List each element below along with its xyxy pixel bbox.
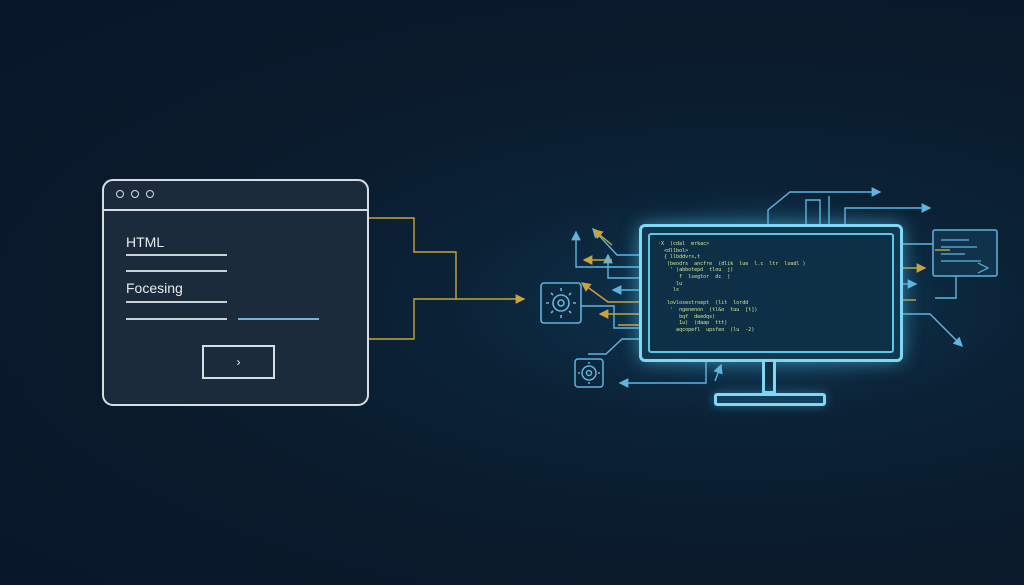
connector-blue-16	[935, 276, 957, 299]
field-label-focesing: Focesing	[126, 280, 183, 296]
code-line: ' (abbotepd tlou j)	[658, 267, 734, 274]
window-dot-icon[interactable]	[131, 190, 139, 198]
gold-arrow-1	[592, 229, 613, 246]
code-line: f lsegtor dc )	[658, 274, 731, 280]
form-to-chip-connectors	[369, 217, 526, 340]
code-screen: ·X (cdal mrkac> <dllbol> { llbddvrs,t (b…	[648, 233, 894, 353]
connector-bottom	[369, 298, 456, 340]
code-line: { llbddvrs,t	[658, 254, 701, 261]
window-dot-icon[interactable]	[116, 190, 124, 198]
field-line-active[interactable]	[238, 318, 319, 320]
field-line[interactable]	[126, 318, 227, 320]
gear-chip-icon	[540, 282, 582, 324]
window-title-bar	[104, 181, 367, 211]
gear-icon	[574, 358, 604, 388]
window-dot-icon[interactable]	[146, 190, 154, 198]
code-line: <dllbol>	[658, 247, 689, 254]
form-window: HTML Focesing ›	[102, 179, 369, 406]
gold-arrow-3	[580, 282, 639, 303]
connector-blue-3	[603, 253, 639, 279]
code-line: ' ngenenon (tl&o tuu [t])	[658, 307, 758, 313]
connector-blue-1	[571, 230, 639, 268]
monitor-neck	[762, 362, 776, 394]
connector-blue-6	[588, 338, 639, 355]
field-line[interactable]	[126, 254, 227, 256]
connector-blue-8	[713, 363, 723, 382]
monitor: ·X (cdal mrkac> <dllbol> { llbddvrs,t (b…	[639, 224, 903, 362]
code-line: ·X (cdal mrkac>	[658, 241, 710, 247]
code-line: lovlosestroept (lit lordd	[658, 300, 749, 307]
connector-blue-9	[767, 187, 882, 224]
submit-button[interactable]: ›	[202, 345, 275, 379]
connector-blue-12	[844, 203, 932, 224]
document-icon	[932, 229, 998, 277]
connector-blue-10	[805, 199, 821, 224]
code-line: bqf deedqs)	[658, 313, 716, 320]
field-line[interactable]	[126, 301, 227, 303]
connector-blue-5	[581, 305, 639, 329]
code-line: ls	[658, 287, 680, 294]
monitor-base	[714, 393, 826, 406]
connector-blue-2	[592, 227, 639, 256]
field-line[interactable]	[126, 270, 227, 272]
code-line: aqcopefl upsfeo (lu -2)	[658, 326, 755, 333]
code-line: 1u) (daap ttt)	[658, 320, 728, 327]
connector-blue-15	[903, 313, 963, 347]
connector-blue-7	[618, 362, 707, 388]
field-label-html: HTML	[126, 234, 165, 250]
code-line: lu	[658, 280, 683, 287]
code-line: (beodrs ancfre (dlik lue l.c ltr loadl )	[658, 260, 806, 267]
connector-top	[369, 217, 526, 304]
